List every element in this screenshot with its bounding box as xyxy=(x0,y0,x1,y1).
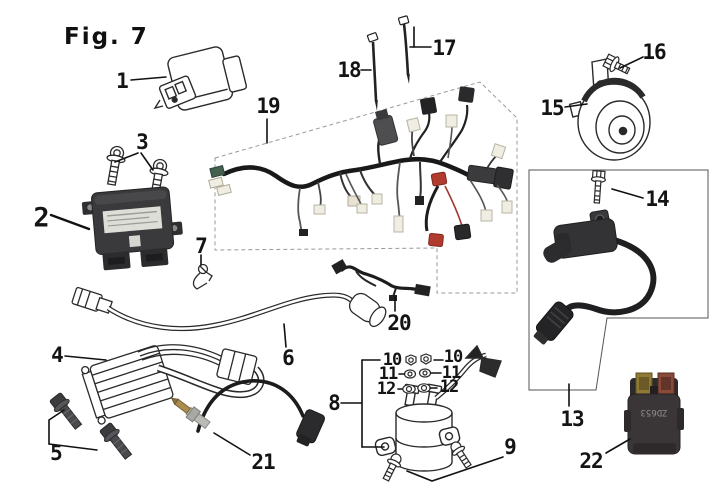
callout-6: 6 xyxy=(282,346,295,370)
part-5-bolts xyxy=(49,392,133,460)
callout-10-right: 10 xyxy=(443,347,464,367)
callout-11-right: 11 xyxy=(441,363,462,383)
callout-10-left: 10 xyxy=(382,350,403,370)
callout-12-left: 12 xyxy=(376,379,397,399)
part-12-washers xyxy=(402,383,431,394)
figure-title: Fig. 7 xyxy=(64,24,149,50)
callout-13: 13 xyxy=(560,407,584,431)
callout-2: 2 xyxy=(33,202,49,234)
part-11-washers xyxy=(403,368,432,379)
part-4-regulator-rectifier xyxy=(81,344,265,425)
part-10-nuts xyxy=(405,353,432,366)
callout-17: 17 xyxy=(432,36,456,60)
part-2-cdi-unit-photo xyxy=(81,186,183,271)
part-15-horn xyxy=(568,58,651,161)
callout-12-right: 12 xyxy=(439,377,460,397)
callout-15: 15 xyxy=(540,96,564,120)
callout-8: 8 xyxy=(328,391,341,415)
part-6-cable xyxy=(71,286,387,332)
relay-marking-text: ZD653 xyxy=(640,407,667,417)
callout-11-left: 11 xyxy=(378,364,399,384)
callout-22: 22 xyxy=(579,449,603,473)
part-7-clip xyxy=(192,263,213,290)
callout-20: 20 xyxy=(387,311,411,335)
callout-14: 14 xyxy=(645,187,669,211)
callout-21: 21 xyxy=(251,450,275,474)
part-16-bolt xyxy=(602,53,631,75)
part-19-wire-harness xyxy=(208,86,514,248)
callout-1: 1 xyxy=(116,69,129,93)
callout-16: 16 xyxy=(642,40,666,64)
leader-lines xyxy=(48,26,644,482)
callout-5: 5 xyxy=(50,441,63,465)
harness-boundary-dashed-box xyxy=(214,81,518,294)
part-21-sensor-cable xyxy=(170,379,326,447)
callout-9: 9 xyxy=(504,435,517,459)
callout-7: 7 xyxy=(195,234,208,258)
part-1-relay-drawing xyxy=(153,46,248,111)
callout-3: 3 xyxy=(136,130,149,154)
part-9-bolts xyxy=(382,441,472,482)
callout-4: 4 xyxy=(51,343,64,367)
part-20-sub-harness xyxy=(331,259,431,301)
part-17-band xyxy=(397,15,410,84)
callout-19: 19 xyxy=(256,94,280,118)
ignition-coil-solid-box xyxy=(528,169,709,391)
part-18-band xyxy=(366,32,379,111)
callout-18: 18 xyxy=(337,58,361,82)
part-22-starter-relay-photo: ZD653 xyxy=(624,372,684,455)
part-14-bolt xyxy=(590,169,606,204)
part-13-ignition-coil-photo xyxy=(533,209,657,345)
